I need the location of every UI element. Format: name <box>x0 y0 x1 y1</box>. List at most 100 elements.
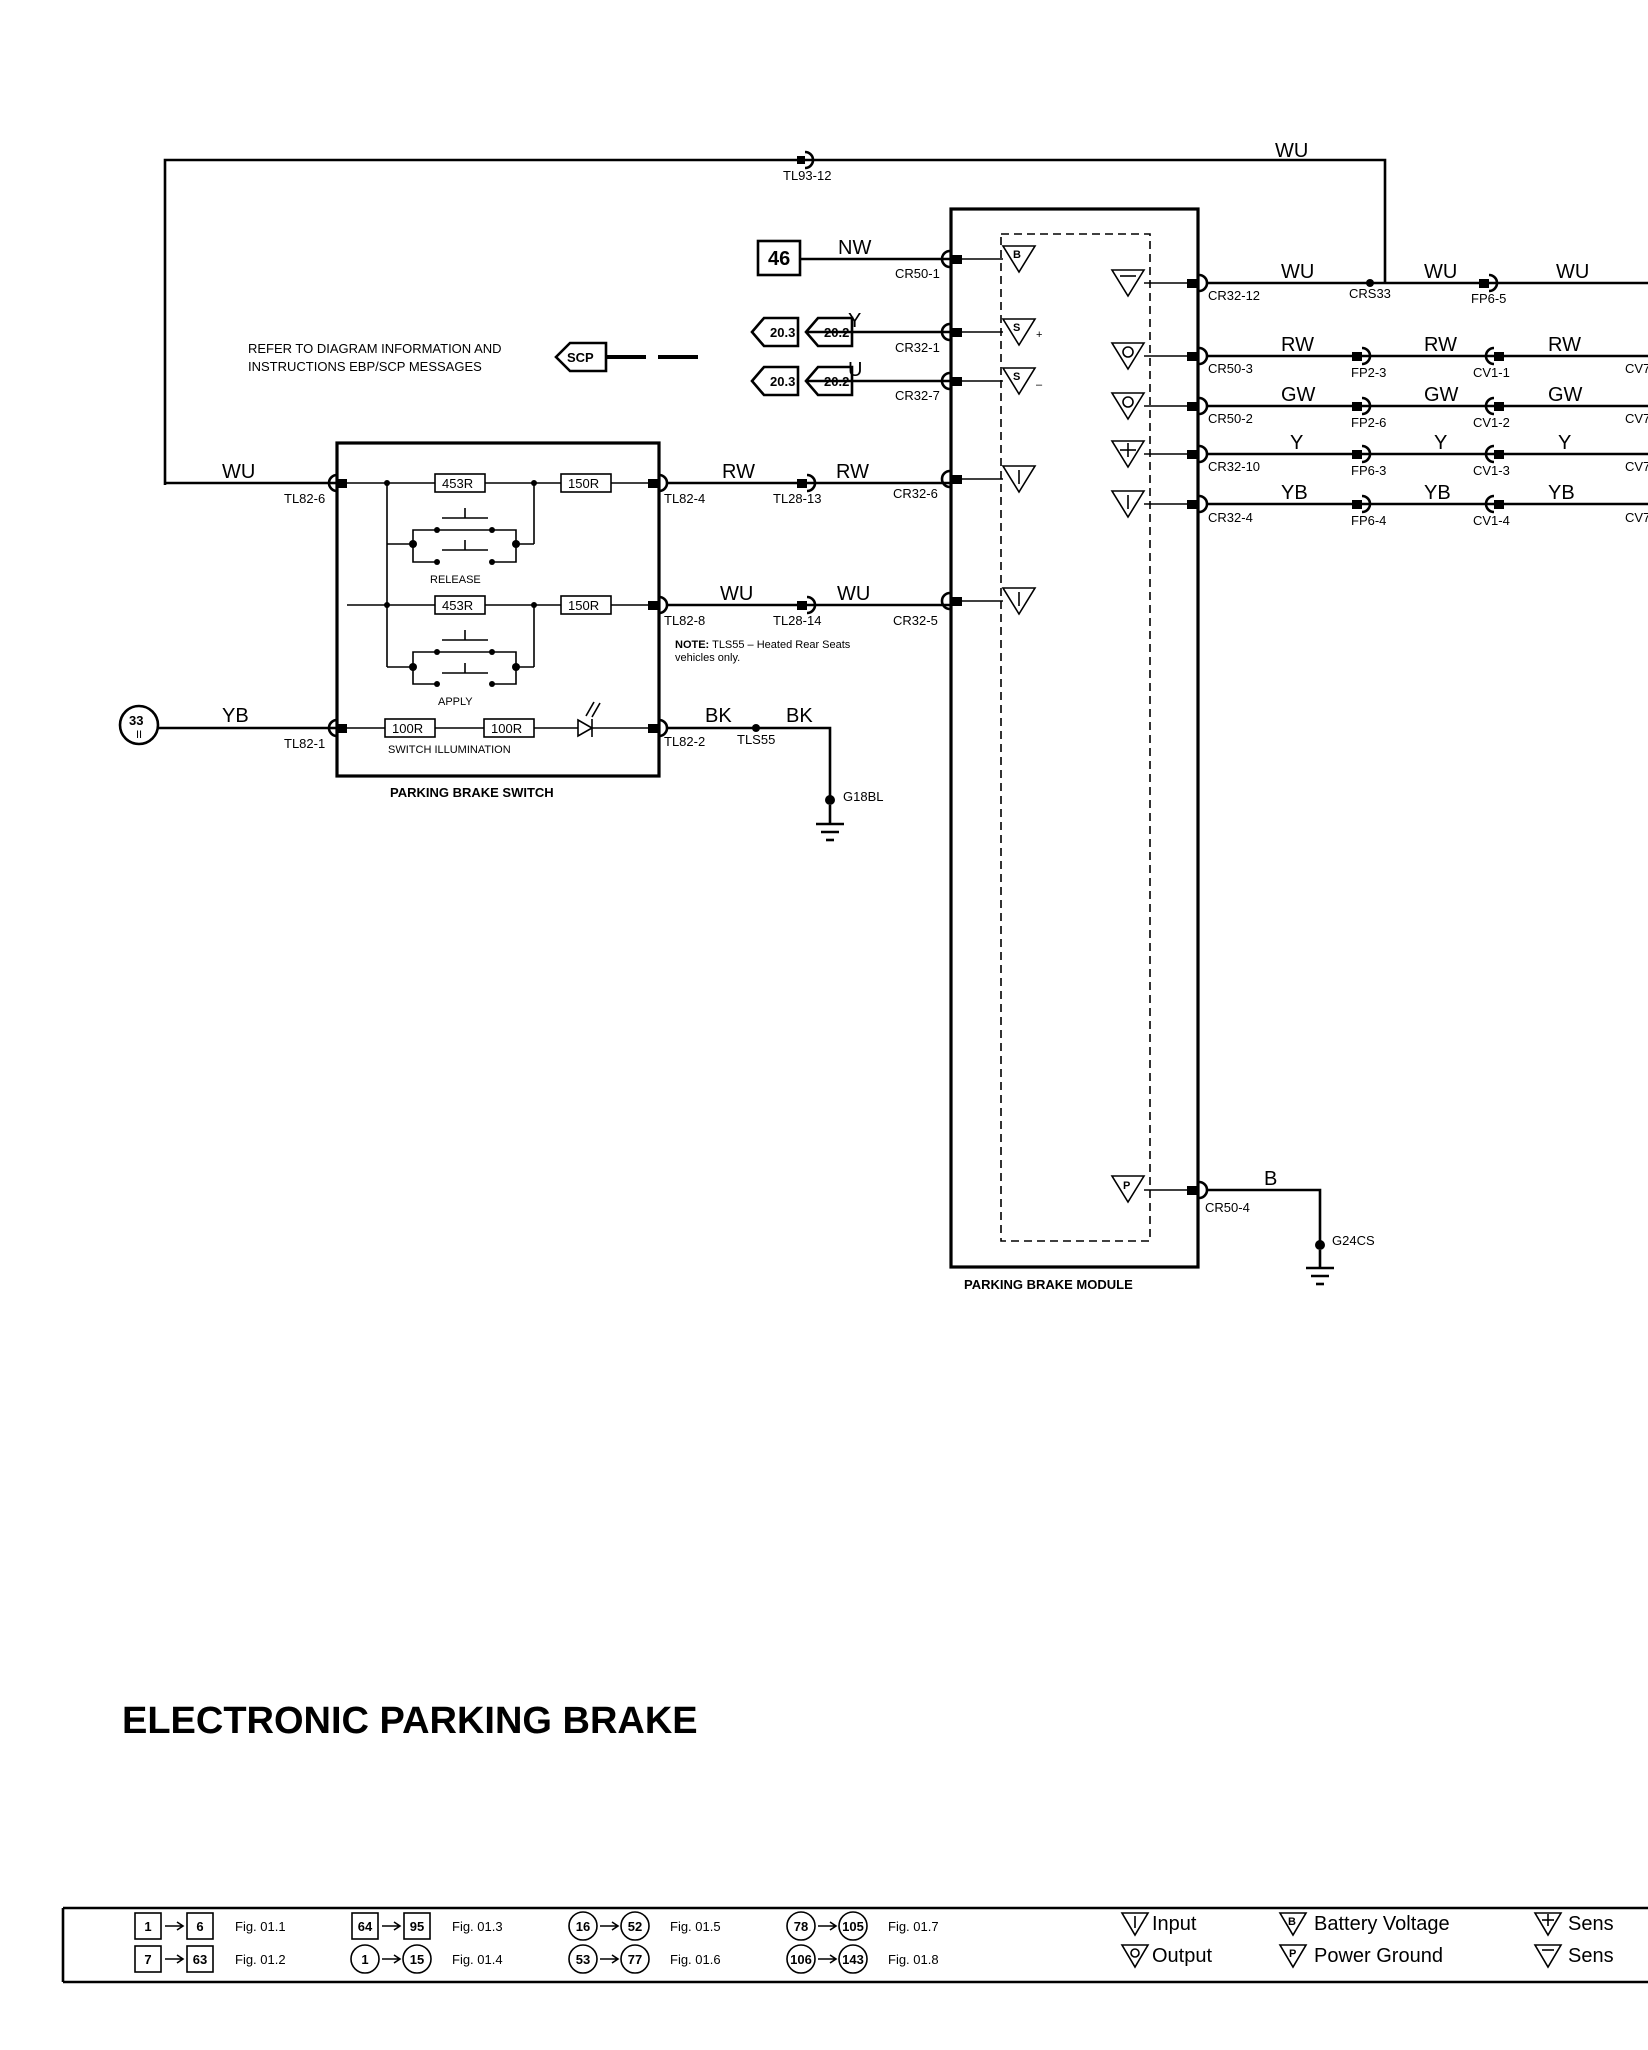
svg-text:B: B <box>1288 1916 1296 1928</box>
label-tl82-1: TL82-1 <box>284 736 325 751</box>
legend-fig-label: Fig. 01.7 <box>888 1919 939 1934</box>
wire-label-gw-r3: GW <box>1548 384 1583 406</box>
legend-fig-label: Fig. 01.4 <box>452 1952 503 1967</box>
sensor-supply-icon <box>1110 440 1146 469</box>
wire-label-b: B <box>1264 1168 1277 1190</box>
wire-label-wu-r1: WU <box>1281 261 1314 283</box>
label-cr32-1: CR32-1 <box>895 340 940 355</box>
wire-label-rw-r3: RW <box>1548 334 1581 356</box>
label-cr50-1: CR50-1 <box>895 266 940 281</box>
label-tls55: TLS55 <box>737 732 775 747</box>
svg-text:P: P <box>1123 1180 1130 1192</box>
wire-label-y-r3: Y <box>1558 432 1571 454</box>
label-cr50-3: CR50-3 <box>1208 361 1253 376</box>
legend-fig-end: 15 <box>410 1952 424 1967</box>
legend-fig-label: Fig. 01.1 <box>235 1919 286 1934</box>
svg-text:+: + <box>1036 329 1042 341</box>
module-inner-dashed <box>1000 233 1151 1242</box>
svg-text:B: B <box>1013 249 1021 261</box>
legend-fig-end: 143 <box>842 1952 864 1967</box>
ref-20-3-label-a: 20.3 <box>770 325 795 340</box>
svg-text:S: S <box>1013 322 1020 334</box>
legend-power-ground-label: Power Ground <box>1314 1945 1443 1967</box>
module-left-connectors <box>940 249 962 611</box>
legend-fig-label: Fig. 01.8 <box>888 1952 939 1967</box>
switch-connectors <box>327 473 669 738</box>
legend-fig-start: 1 <box>144 1919 151 1934</box>
note-text-1: NOTE: TLS55 – Heated Rear Seats <box>675 639 851 651</box>
label-cr32-12: CR32-12 <box>1208 288 1260 303</box>
label-tl82-4: TL82-4 <box>664 491 705 506</box>
legend-bar <box>61 1906 1648 1984</box>
legend-fig-start: 16 <box>576 1919 590 1934</box>
legend-fig-end: 6 <box>196 1919 203 1934</box>
legend-fig-start: 7 <box>144 1952 151 1967</box>
release-label: RELEASE <box>430 574 481 586</box>
label-cr32-5: CR32-5 <box>893 613 938 628</box>
label-cv1-1: CV1-1 <box>1473 365 1510 380</box>
label-cr50-4: CR50-4 <box>1205 1200 1250 1215</box>
led-icon <box>577 701 601 738</box>
splice-tls55 <box>752 724 760 732</box>
wire-bk <box>667 726 832 800</box>
wire-label-rw-a: RW <box>722 461 755 483</box>
switch-illumination-label: SWITCH ILLUMINATION <box>388 744 511 756</box>
label-cr32-6: CR32-6 <box>893 486 938 501</box>
wire-label-y-r2: Y <box>1434 432 1447 454</box>
wire-label-y: Y <box>848 310 861 332</box>
res-100r-1-label: 100R <box>392 721 423 736</box>
label-cr32-7: CR32-7 <box>895 388 940 403</box>
connector-fp6-5 <box>1479 273 1499 293</box>
wire-label-nw: NW <box>838 237 871 259</box>
label-cv7-3: CV7 <box>1625 459 1648 474</box>
legend-fig-end: 95 <box>410 1919 424 1934</box>
legend-sensor-ground-label: Sens <box>1568 1945 1614 1967</box>
wire-wu-loop <box>163 158 1387 485</box>
svg-text:S: S <box>1013 371 1020 383</box>
sensor-plus-icon: S + <box>1001 318 1042 347</box>
label-cv1-4: CV1-4 <box>1473 513 1510 528</box>
ref-20-2-u <box>804 365 854 397</box>
page-title: ELECTRONIC PARKING BRAKE <box>122 1700 698 1742</box>
label-fp6-5: FP6-5 <box>1471 291 1506 306</box>
note-text-2: vehicles only. <box>675 652 740 664</box>
wire-label-bk-a: BK <box>705 705 732 727</box>
label-tl28-14: TL28-14 <box>773 613 821 628</box>
apply-label: APPLY <box>438 696 473 708</box>
legend-fig-start: 106 <box>790 1952 812 1967</box>
wire-label-wu-top: WU <box>1275 140 1308 162</box>
wire-label-rw-r1: RW <box>1281 334 1314 356</box>
label-cr32-10: CR32-10 <box>1208 459 1260 474</box>
ground-g18bl <box>816 795 844 842</box>
label-cv7-4: CV7 <box>1625 510 1648 525</box>
wire-label-rw-b: RW <box>836 461 869 483</box>
battery-voltage-icon: B <box>1001 245 1037 274</box>
connector-tl93-12 <box>797 150 815 170</box>
svg-text:–: – <box>1036 379 1043 391</box>
legend-sensor-supply-label: Sens <box>1568 1913 1614 1935</box>
label-fp6-4: FP6-4 <box>1351 513 1386 528</box>
ref-20-3-u <box>750 365 800 397</box>
label-tl93-12: TL93-12 <box>783 168 831 183</box>
wire-label-wu-b: WU <box>837 583 870 605</box>
label-fp2-6: FP2-6 <box>1351 415 1386 430</box>
legend-fig-end: 63 <box>193 1952 207 1967</box>
legend-fig-start: 53 <box>576 1952 590 1967</box>
wire-label-u: U <box>848 359 862 381</box>
wire-label-wu-r3: WU <box>1556 261 1589 283</box>
connector-tl28-14 <box>797 595 817 615</box>
legend-fig-start: 1 <box>361 1952 368 1967</box>
label-g24cs: G24CS <box>1332 1233 1375 1248</box>
sensor-minus-icon: S – <box>1001 367 1043 396</box>
legend-power-ground-icon: P <box>1278 1944 1308 1969</box>
wire-label-yb-r3: YB <box>1548 482 1575 504</box>
ref-circle-33 <box>118 704 160 746</box>
input-icon-1 <box>1001 465 1037 494</box>
wire-label-gw-r2: GW <box>1424 384 1459 406</box>
